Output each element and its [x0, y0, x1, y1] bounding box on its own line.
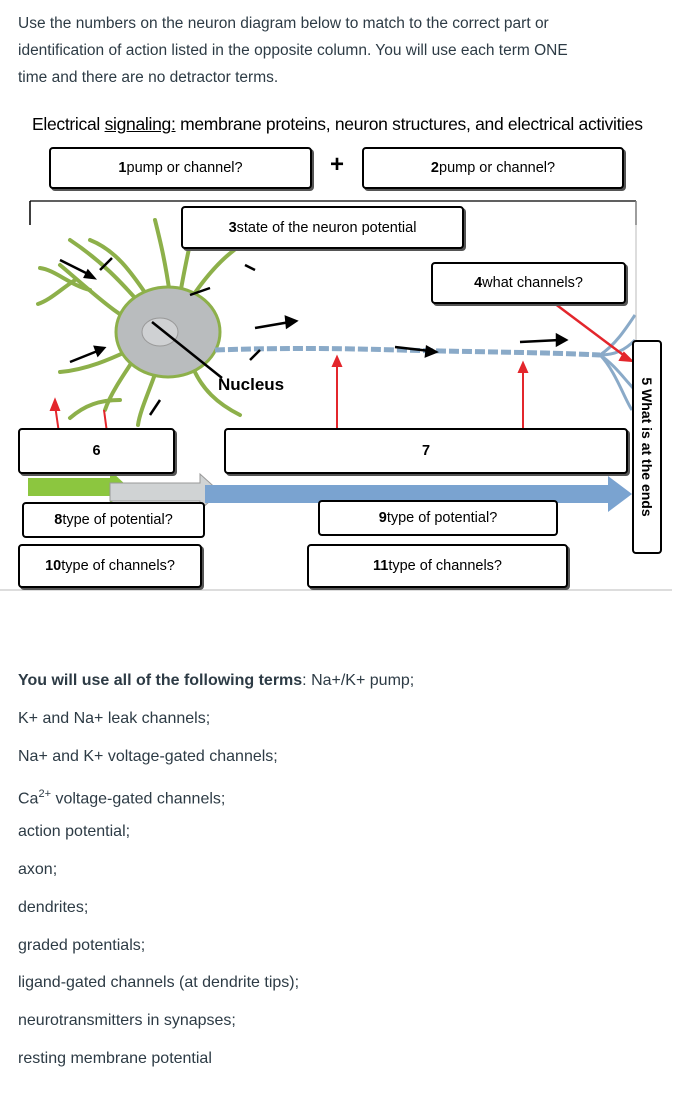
instruction-line: Use the numbers on the neuron diagram be…: [18, 15, 549, 32]
label-number: 4: [474, 275, 483, 291]
term-item: Ca2+ voltage-gated channels;: [18, 780, 658, 818]
diagram-title-rest: membrane proteins, neuron structures, an…: [175, 114, 643, 134]
label-text: type of potential?: [386, 510, 498, 526]
label-box-3[interactable]: 3 state of the neuron potential: [181, 206, 464, 249]
label-box-2[interactable]: 2 pump or channel?: [362, 147, 624, 189]
label-box-8[interactable]: 8 type of potential?: [22, 502, 205, 538]
label-box-10[interactable]: 10 type of channels?: [18, 544, 202, 588]
nucleus-pointer: [151, 321, 223, 379]
label-text: pump or channel?: [439, 160, 556, 176]
instruction-line: identification of action listed in the o…: [18, 42, 568, 59]
diagram-title: Electrical signaling: membrane proteins,…: [32, 114, 643, 135]
label-box-9[interactable]: 9 type of potential?: [318, 500, 558, 536]
label-number: 10: [45, 558, 62, 574]
label-box-7[interactable]: 7: [224, 428, 628, 474]
label-text: What is at the ends: [639, 385, 655, 517]
label-box-11[interactable]: 11 type of channels?: [307, 544, 568, 588]
label-number: 1: [118, 160, 127, 176]
label-number: 7: [421, 443, 431, 459]
label-box-4[interactable]: 4 what channels?: [431, 262, 626, 304]
label-number: 3: [228, 219, 237, 236]
terms-list: You will use all of the following terms:…: [18, 667, 658, 1083]
term-ca-rest: voltage-gated channels;: [51, 790, 226, 808]
plus-sign: +: [330, 151, 345, 178]
term-item: neurotransmitters in synapses;: [18, 1012, 236, 1030]
term-item: K+ and Na+ leak channels;: [18, 709, 211, 727]
axon-shape: [214, 346, 601, 358]
term-item: Na+ and K+ voltage-gated channels;: [18, 747, 278, 765]
label-box-5[interactable]: 5 What is at the ends: [632, 340, 662, 554]
label-number: 11: [372, 558, 389, 574]
term-item: action potential;: [18, 823, 131, 841]
graded-arrow-green: [28, 470, 128, 504]
diagram-title-plain: Electrical: [32, 114, 105, 134]
label-box-1[interactable]: 1 pump or channel?: [49, 147, 312, 189]
term-item: dendrites;: [18, 898, 89, 916]
instruction-line: time and there are no detractor terms.: [18, 69, 279, 86]
term-item: graded potentials;: [18, 936, 146, 954]
term-item: ligand-gated channels (at dendrite tips)…: [18, 974, 300, 992]
terms-lead: You will use all of the following terms:…: [18, 667, 658, 705]
term-ca: Ca: [18, 790, 39, 808]
nucleus-label: Nucleus: [218, 375, 285, 394]
label-text: type of channels?: [388, 558, 502, 574]
label-text: type of channels?: [61, 558, 175, 574]
term-item: resting membrane potential: [18, 1049, 212, 1067]
label-number: 2: [430, 160, 439, 176]
terms-lead-rest: : Na+/K+ pump;: [302, 672, 415, 689]
label-number: 9: [378, 510, 387, 526]
neuron-diagram: Electrical signaling: membrane proteins,…: [0, 100, 684, 595]
label-text: state of the neuron potential: [236, 219, 417, 236]
label-number: 8: [54, 512, 63, 528]
label-text: type of potential?: [62, 512, 173, 528]
term-item: axon;: [18, 860, 58, 878]
label-text: pump or channel?: [126, 160, 243, 176]
nucleus-shape: [141, 317, 179, 347]
instructions: Use the numbers on the neuron diagram be…: [18, 10, 668, 91]
label-number: 6: [92, 443, 101, 459]
diagram-title-underlined: signaling:: [104, 114, 176, 134]
label-box-6[interactable]: 6: [18, 428, 175, 474]
terms-lead-bold: You will use all of the following terms: [18, 672, 303, 689]
term-ca-charge: 2+: [38, 788, 51, 801]
label-text: what channels?: [482, 275, 583, 291]
label-number: 5: [639, 377, 655, 386]
